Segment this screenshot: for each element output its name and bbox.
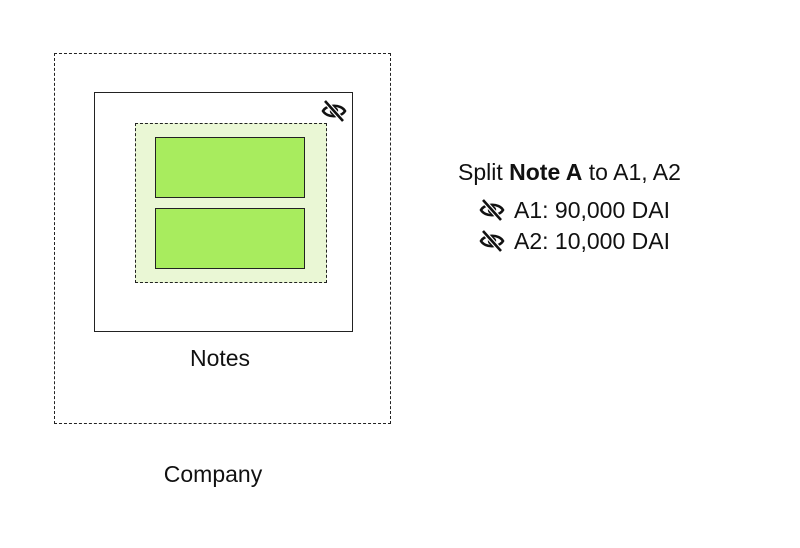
split-title-prefix: Split	[458, 159, 510, 185]
split-note-name: Note A	[509, 159, 583, 185]
split-row-a1: A1: 90,000 DAI	[478, 196, 670, 224]
eye-slash-icon	[478, 228, 506, 254]
split-row-label: A1: 90,000 DAI	[514, 197, 670, 223]
eye-slash-icon	[478, 197, 506, 223]
split-title-suffix: to A1, A2	[582, 159, 681, 185]
notes-label: Notes	[189, 345, 251, 371]
eye-slash-icon	[320, 97, 348, 125]
split-row-a2: A2: 10,000 DAI	[478, 227, 670, 255]
company-boundary	[54, 53, 391, 424]
company-label: Company	[163, 461, 263, 487]
split-title: Split Note A to A1, A2	[458, 158, 681, 186]
notes-container	[94, 92, 353, 332]
note-a2-block	[155, 208, 305, 269]
split-row-label: A2: 10,000 DAI	[514, 228, 670, 254]
note-a1-block	[155, 137, 305, 198]
